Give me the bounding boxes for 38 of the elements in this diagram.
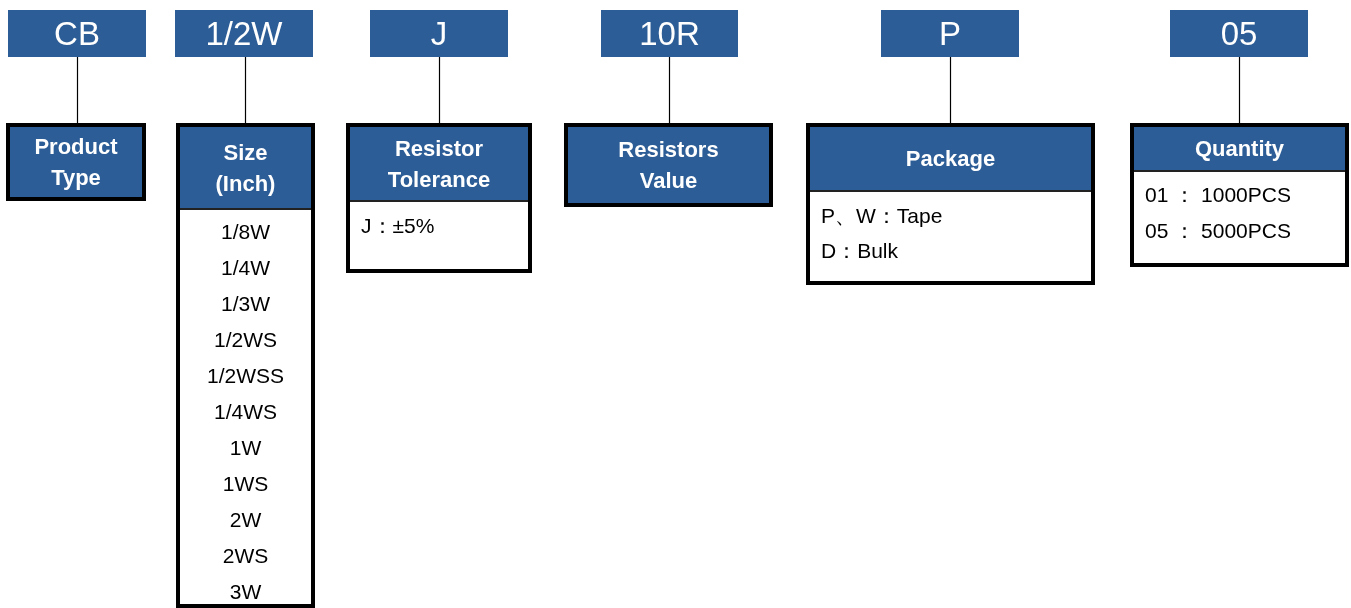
code-box: CB — [8, 10, 146, 57]
spec-table — [176, 123, 315, 608]
option-text: 1W — [228, 435, 263, 461]
connector-line — [949, 56, 952, 124]
spec-table — [346, 123, 532, 273]
connector-line — [76, 56, 79, 124]
option-text: 2W — [228, 507, 263, 533]
option-text: 1/2WSS — [206, 363, 285, 389]
option-text: 1/8W — [220, 219, 271, 245]
connector-line — [438, 56, 441, 124]
table-header: Package — [810, 127, 1091, 192]
option-text: J：±5% — [361, 213, 436, 239]
spec-table — [1130, 123, 1349, 267]
option-text: 1WS — [221, 471, 270, 497]
option-text: 1/4W — [220, 255, 271, 281]
code-box: 10R — [601, 10, 738, 57]
code-box: J — [370, 10, 508, 57]
option-text: 1/3W — [220, 291, 271, 317]
option-text: D：Bulk — [821, 238, 900, 264]
table-header: Product Type — [10, 127, 142, 197]
connector-line — [244, 56, 247, 124]
option-text: 1/2WS — [213, 327, 278, 353]
table-header: Resistor Tolerance — [350, 127, 528, 202]
code-box: 1/2W — [175, 10, 313, 57]
code-box: P — [881, 10, 1019, 57]
option-text: 01 ： 1000PCS — [1145, 182, 1292, 208]
spec-table — [806, 123, 1095, 285]
option-text: 2WS — [221, 543, 270, 569]
connector-line — [1238, 56, 1241, 124]
table-header: Size (Inch) — [180, 127, 311, 210]
code-box: 05 — [1170, 10, 1308, 57]
option-text: 1/4WS — [213, 399, 278, 425]
connector-line — [668, 56, 671, 124]
option-text: 3W — [228, 579, 263, 605]
table-header: Quantity — [1134, 127, 1345, 172]
table-header: Resistors Value — [568, 127, 769, 203]
option-text: 05 ： 5000PCS — [1145, 218, 1292, 244]
option-text: P、W：Tape — [821, 203, 944, 229]
